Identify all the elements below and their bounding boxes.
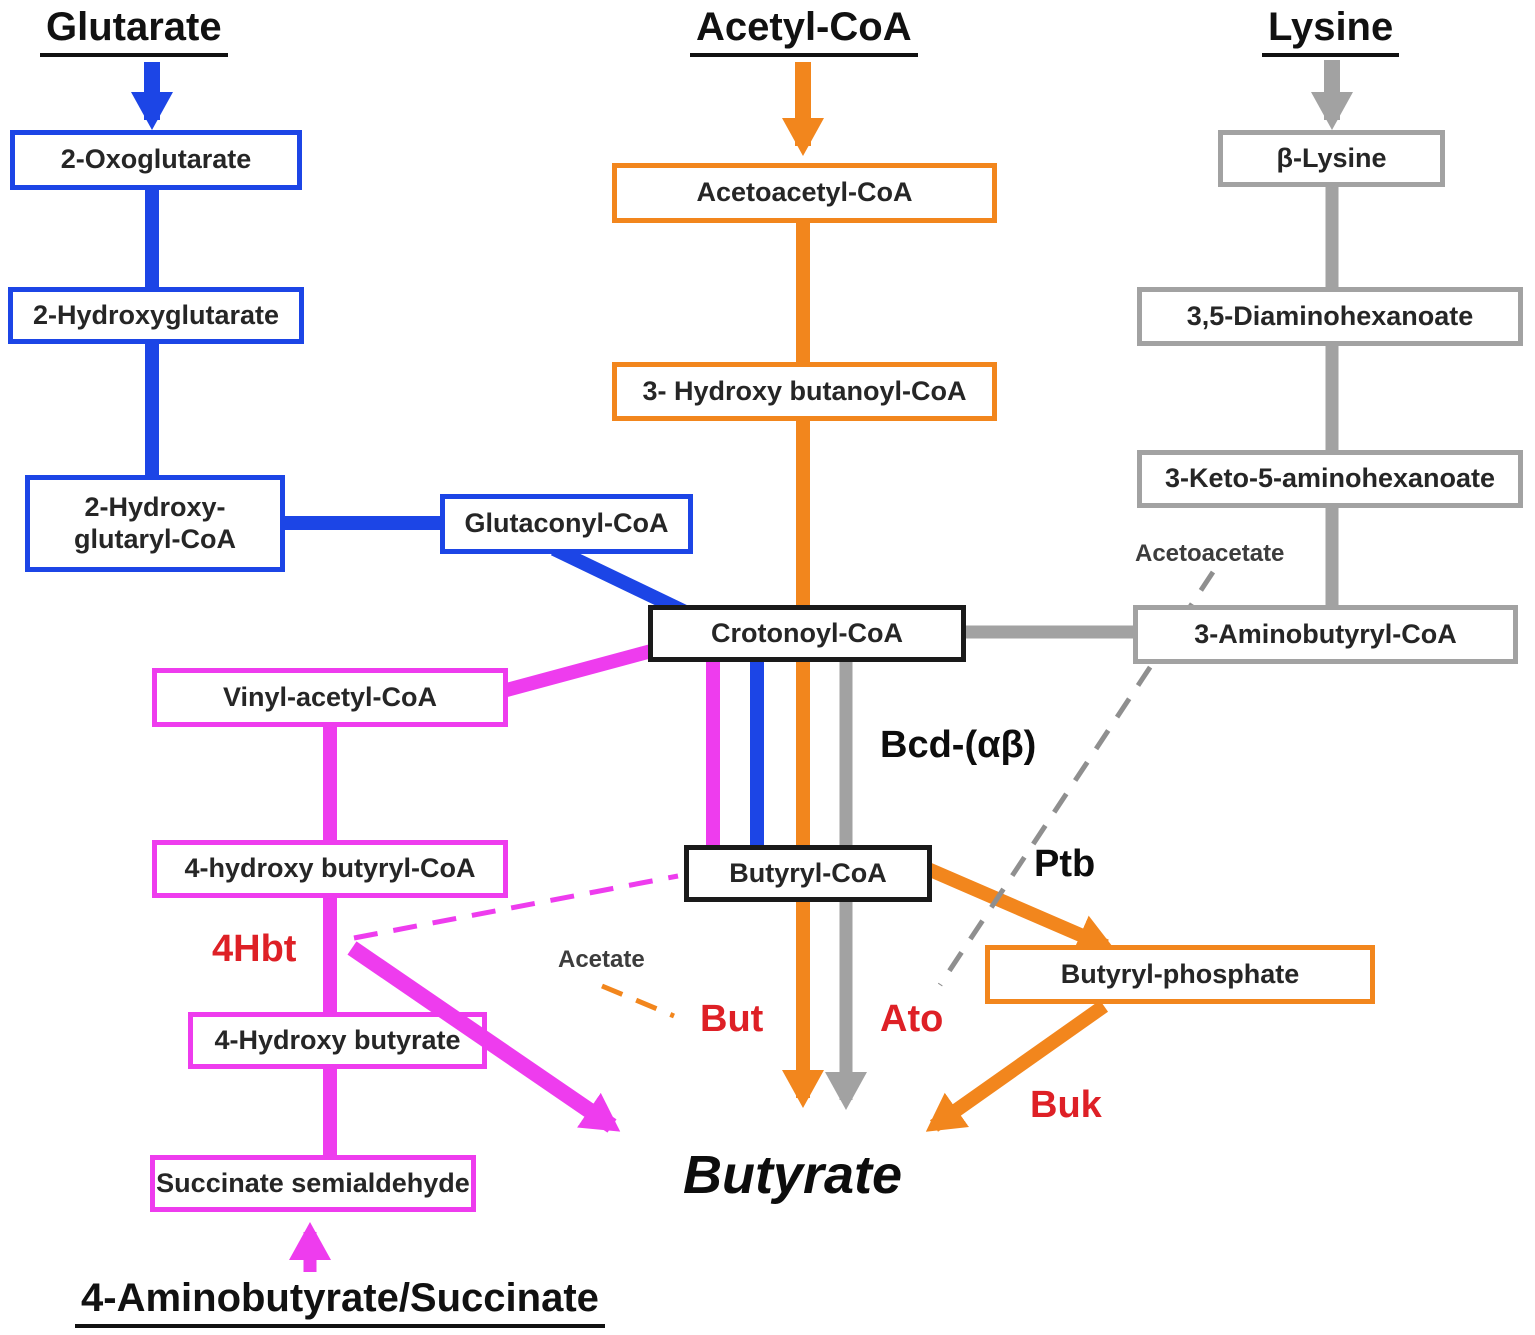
node-label: Vinyl-acetyl-CoA xyxy=(222,681,438,712)
node-butyryl-phosphate: Butyryl-phosphate xyxy=(985,945,1375,1004)
node-glutaconyl-coa: Glutaconyl-CoA xyxy=(440,494,693,554)
node-label: 3,5-Diaminohexanoate xyxy=(1186,300,1474,331)
header-glutarate: Glutarate xyxy=(40,5,228,57)
node-2-hydroxy-glutaryl-coa: 2-Hydroxy- glutaryl-CoA xyxy=(25,475,285,572)
label-acetate: Acetate xyxy=(558,946,645,973)
node-4-hydroxy-butyrate: 4-Hydroxy butyrate xyxy=(188,1012,487,1069)
enzyme-label-4hbt: 4Hbt xyxy=(212,928,297,970)
node-3-hydroxy-butanoyl-coa: 3- Hydroxy butanoyl-CoA xyxy=(612,362,997,421)
node-crotonoyl-coa: Crotonoyl-CoA xyxy=(648,605,966,662)
node-label: 3-Aminobutyryl-CoA xyxy=(1194,618,1457,649)
product-label-butyrate: Butyrate xyxy=(683,1145,903,1205)
header-acetyl-coa: Acetyl-CoA xyxy=(690,5,918,57)
node-label: Glutaconyl-CoA xyxy=(464,508,669,539)
node-label: 3-Keto-5-aminohexanoate xyxy=(1164,463,1496,494)
node-2-hydroxyglutarate: 2-Hydroxyglutarate xyxy=(8,287,304,344)
ptb-arrow-butyryl-to-phosphate xyxy=(925,862,1116,955)
acetate-dashed-line xyxy=(601,983,675,1019)
node-label: Butyryl-CoA xyxy=(729,857,887,888)
node-3-keto-5-aminohexanoate: 3-Keto-5-aminohexanoate xyxy=(1137,450,1523,508)
node-label: β-Lysine xyxy=(1276,142,1387,173)
node-3-5-diaminohexanoate: 3,5-Diaminohexanoate xyxy=(1137,287,1523,346)
enzyme-label-bcd: Bcd-(αβ) xyxy=(880,724,1037,766)
magenta-link-vinylacetyl-crotonoyl xyxy=(501,639,672,698)
node-3-aminobutyryl-coa: 3-Aminobutyryl-CoA xyxy=(1133,605,1518,664)
enzyme-label-ptb: Ptb xyxy=(1034,843,1096,885)
node-label-line1: 2-Hydroxy- xyxy=(84,492,226,523)
node-label: Crotonoyl-CoA xyxy=(711,617,903,648)
enzyme-label-but: But xyxy=(700,998,764,1040)
node-label: Succinate semialdehyde xyxy=(156,1167,470,1198)
node-label-line2: glutaryl-CoA xyxy=(74,523,236,554)
enzyme-label-ato: Ato xyxy=(880,998,944,1040)
header-lysine: Lysine xyxy=(1262,5,1400,57)
node-2-oxoglutarate: 2-Oxoglutarate xyxy=(10,130,302,190)
node-label: 4-hydroxy butyryl-CoA xyxy=(184,853,476,884)
buk-arrow-phosphate-to-butyrate xyxy=(925,1000,1109,1132)
node-label: 4-Hydroxy butyrate xyxy=(214,1024,461,1055)
4hbt-dashed-line-to-butyrylcoa xyxy=(353,873,679,941)
node-label: 2-Oxoglutarate xyxy=(60,144,252,175)
node-label: Butyryl-phosphate xyxy=(1060,958,1300,989)
node-4-hydroxy-butyryl-coa: 4-hydroxy butyryl-CoA xyxy=(152,840,508,898)
node-vinyl-acetyl-coa: Vinyl-acetyl-CoA xyxy=(152,668,508,727)
node-succinate-semialdehyde: Succinate semialdehyde xyxy=(150,1155,476,1212)
label-acetoacetate: Acetoacetate xyxy=(1135,540,1285,567)
node-label: Acetoacetyl-CoA xyxy=(696,177,913,208)
node-beta-lysine: β-Lysine xyxy=(1218,130,1445,187)
enzyme-label-buk: Buk xyxy=(1030,1084,1102,1126)
header-4-aminobutyrate-succinate: 4-Aminobutyrate/Succinate xyxy=(75,1276,605,1328)
node-label: 2-Hydroxyglutarate xyxy=(32,299,280,330)
node-label: 3- Hydroxy butanoyl-CoA xyxy=(642,375,967,406)
node-butyryl-coa: Butyryl-CoA xyxy=(684,845,932,902)
node-acetoacetyl-coa: Acetoacetyl-CoA xyxy=(612,163,997,223)
